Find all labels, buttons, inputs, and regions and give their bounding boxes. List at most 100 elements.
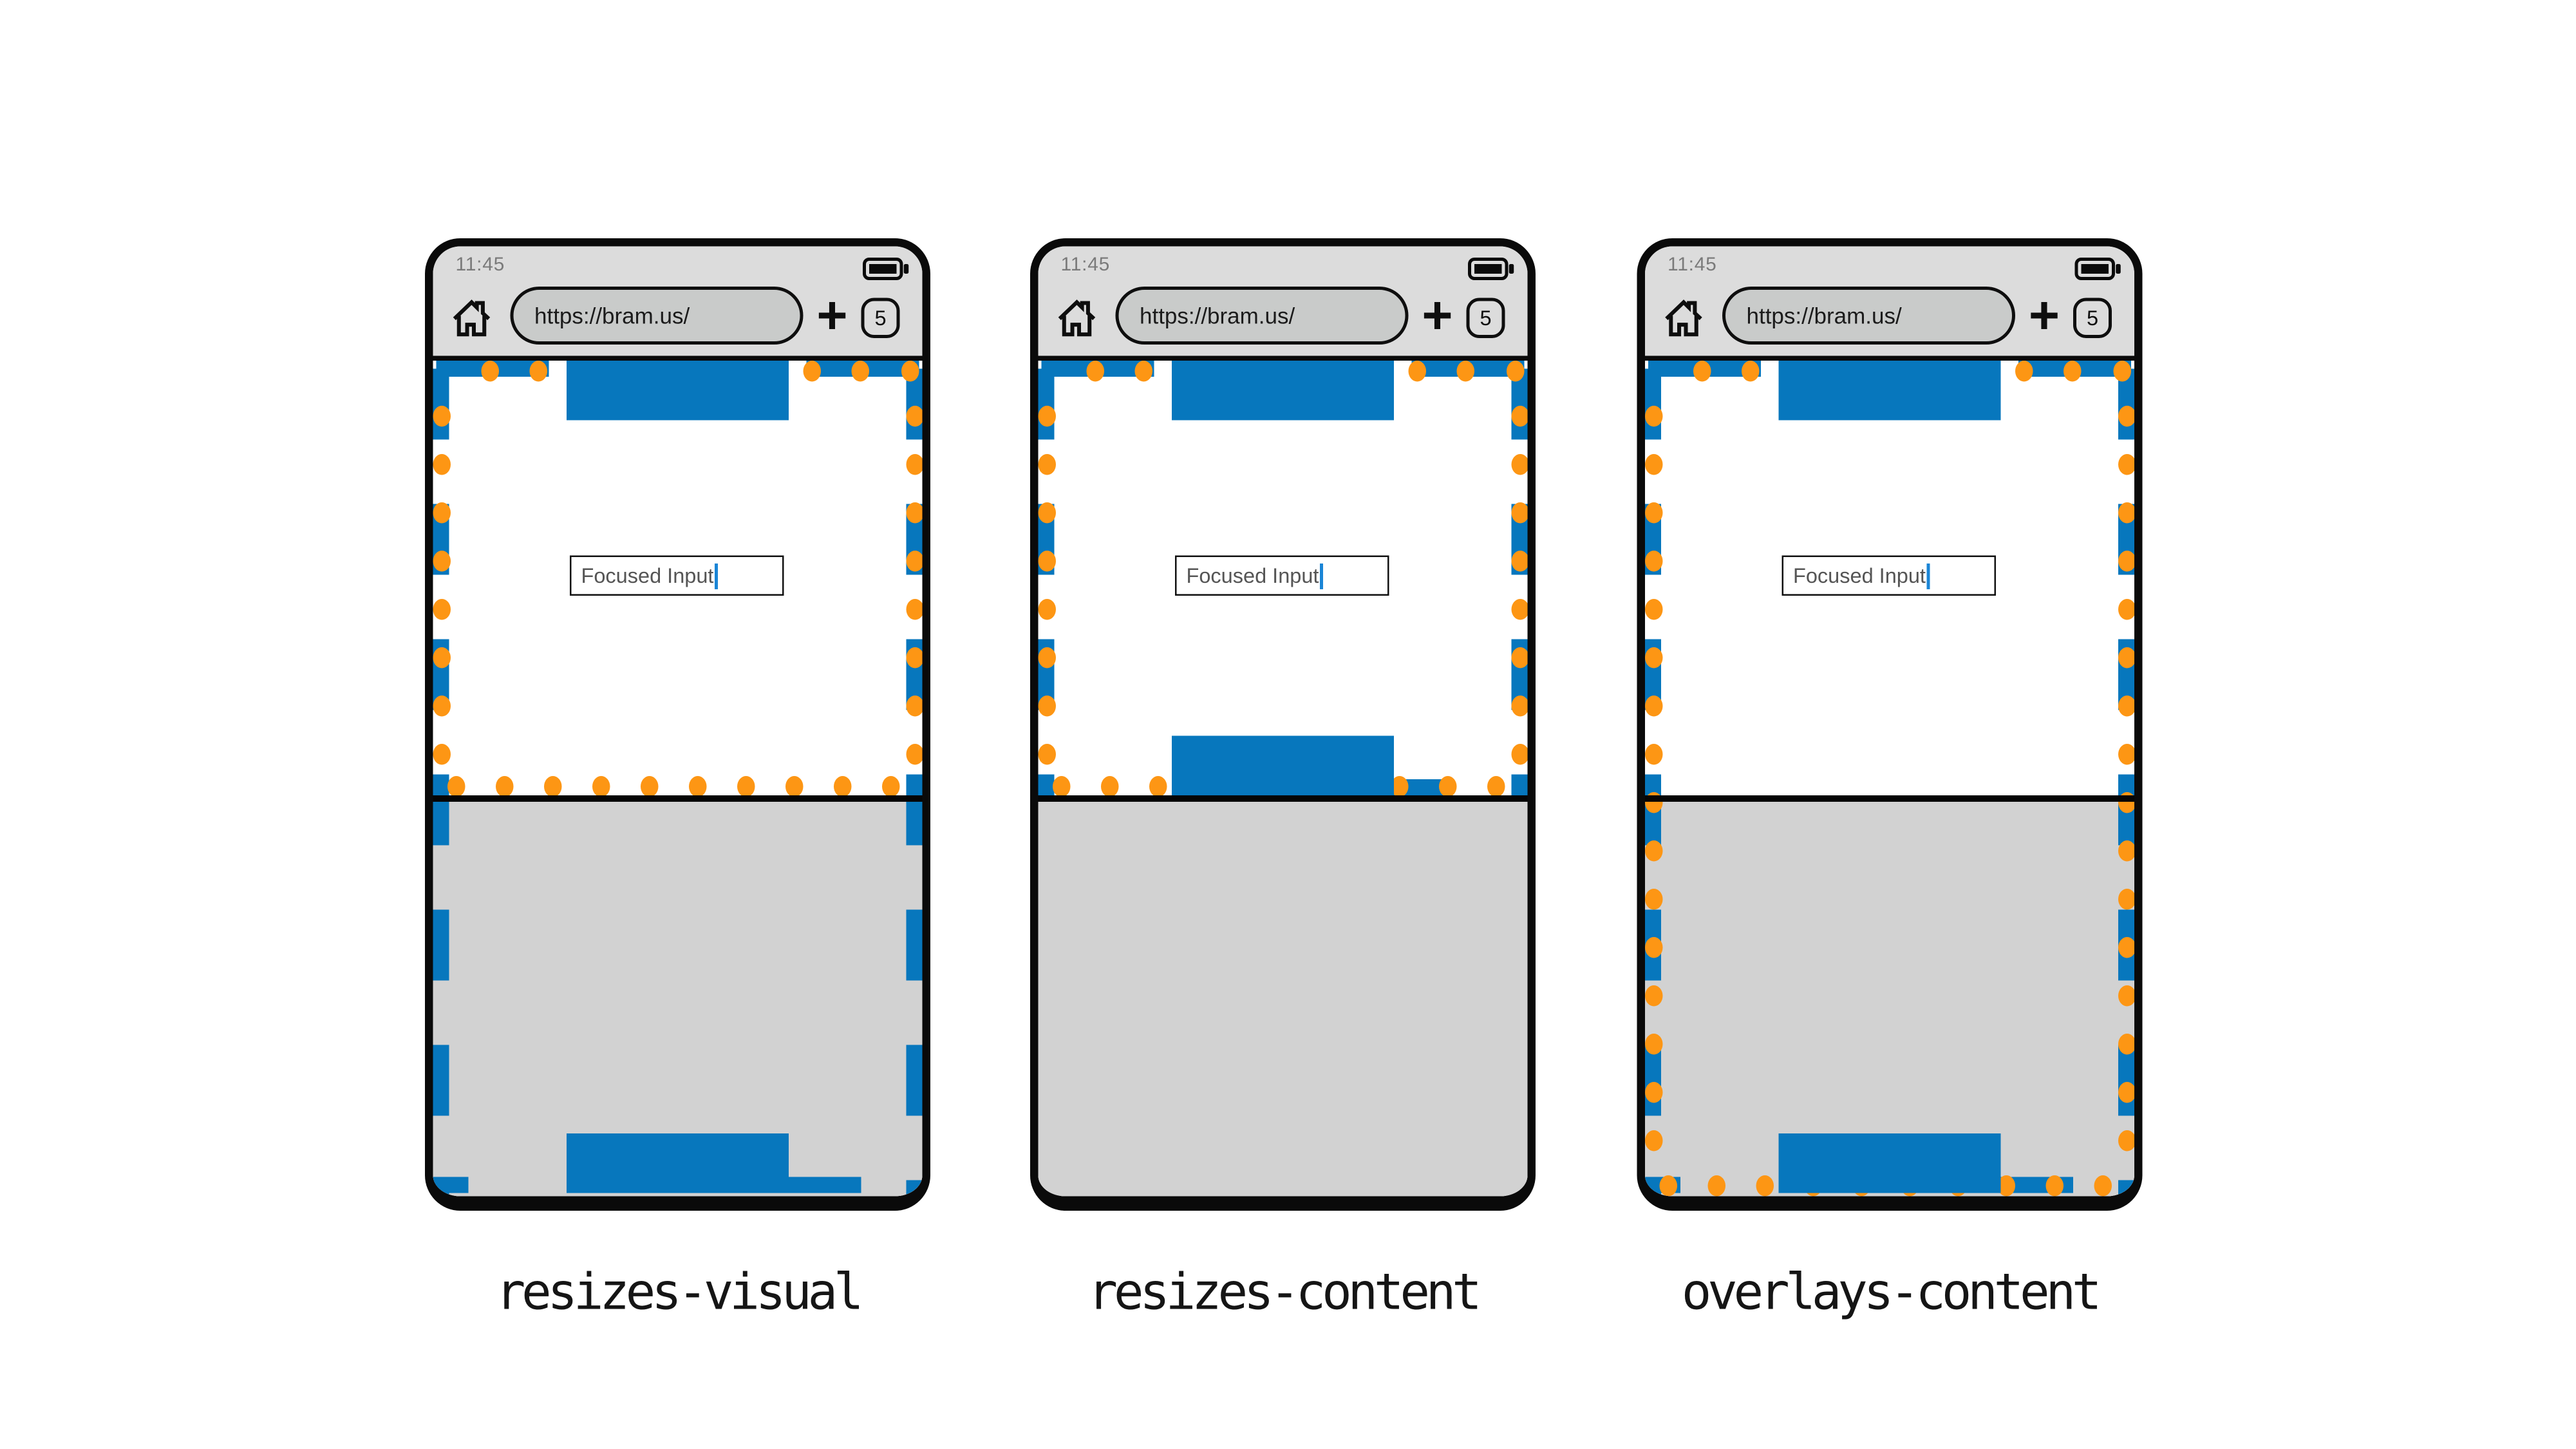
visual-viewport-dot — [905, 404, 923, 426]
visual-viewport-dot — [2117, 936, 2134, 958]
visual-viewport-dot — [2117, 839, 2134, 861]
tab-count: 5 — [2086, 306, 2099, 330]
visual-viewport-dot — [905, 453, 923, 475]
visual-viewport-dot — [905, 694, 923, 716]
visual-viewport-dot — [433, 453, 450, 475]
visual-viewport-dot — [905, 743, 923, 764]
visual-viewport-dot — [1645, 1032, 1662, 1054]
input-text: Focused Input — [1793, 564, 1926, 588]
visual-viewport-dot — [1148, 775, 1167, 797]
visual-viewport-dot — [1407, 361, 1425, 381]
url-text: https://bram.us/ — [1140, 303, 1295, 328]
visual-viewport-dot — [1038, 694, 1055, 716]
visual-viewport-dot — [2117, 453, 2134, 475]
visual-viewport-dot — [1645, 839, 1662, 861]
home-button-icon[interactable] — [1663, 296, 1705, 340]
input-text: Focused Input — [581, 564, 714, 588]
visual-viewport-dot — [2117, 791, 2134, 813]
battery-icon — [863, 258, 909, 280]
visual-viewport-dot — [433, 404, 450, 426]
visual-viewport-dot — [1438, 775, 1456, 797]
visual-viewport-dot — [480, 361, 498, 381]
visual-viewport-dot — [433, 549, 450, 571]
visual-viewport-dot — [639, 775, 658, 797]
phone-mockup-resizes-visual: 11:45 https://bram.us/ + 5 Focused Inp — [425, 238, 930, 1211]
visual-viewport-dot — [1645, 1081, 1662, 1103]
page-header-bar — [1778, 361, 2001, 421]
visual-viewport-dot — [1645, 694, 1662, 716]
left-layout-viewport-dash — [1645, 361, 1661, 1197]
viewport-resizes-content: Focused Input — [1038, 361, 1528, 1197]
visual-viewport-dot — [446, 775, 465, 797]
keyboard-top-edge — [1038, 795, 1528, 802]
visual-viewport-dot — [1134, 361, 1152, 381]
tab-counter-button[interactable]: 5 — [2073, 298, 2112, 338]
visual-viewport-dot — [784, 775, 803, 797]
visual-viewport-dot — [1645, 743, 1662, 764]
visual-viewport-dot — [1645, 549, 1662, 571]
visual-viewport-dot — [1510, 598, 1528, 620]
visual-viewport-dot — [2117, 501, 2134, 523]
virtual-keyboard-area[interactable] — [1038, 802, 1528, 1197]
virtual-keyboard-area[interactable] — [433, 802, 923, 1197]
visual-viewport-dot — [494, 775, 513, 797]
keyboard-top-edge — [1645, 795, 2134, 802]
visual-viewport-dot — [1707, 1174, 1725, 1196]
new-tab-button[interactable]: + — [2028, 285, 2060, 345]
visual-viewport-dot — [905, 501, 923, 523]
visual-viewport-dot — [1645, 453, 1662, 475]
bottom-layout-viewport-dash — [1511, 779, 1528, 795]
status-time: 11:45 — [1668, 252, 1717, 276]
visual-viewport-dot — [1510, 549, 1528, 571]
focused-input-field[interactable]: Focused Input — [1782, 555, 1996, 596]
phone-mockup-resizes-content: 11:45 https://bram.us/ + 5 Focused Inp — [1030, 238, 1536, 1211]
tab-count: 5 — [1480, 306, 1492, 330]
visual-viewport-dot — [1645, 984, 1662, 1006]
viewport-resizes-visual: Focused Input — [433, 361, 923, 1197]
visual-viewport-dot — [1505, 361, 1524, 381]
virtual-keyboard-area[interactable] — [1645, 802, 2134, 1197]
bottom-layout-viewport-dash — [789, 1177, 861, 1193]
visual-viewport-dot — [433, 743, 450, 764]
tab-counter-button[interactable]: 5 — [861, 298, 900, 338]
visual-viewport-dot — [1038, 404, 1055, 426]
visual-viewport-dot — [2117, 1032, 2134, 1054]
visual-viewport-dot — [905, 646, 923, 668]
visual-viewport-dot — [1659, 1174, 1677, 1196]
visual-viewport-dot — [2117, 404, 2134, 426]
visual-viewport-dot — [1510, 404, 1528, 426]
visual-viewport-dot — [2117, 646, 2134, 668]
label-resizes-visual: resizes-visual — [495, 1264, 864, 1322]
url-bar[interactable]: https://bram.us/ — [1115, 287, 1409, 345]
focused-input-field[interactable]: Focused Input — [1175, 555, 1389, 596]
page-footer-bar — [1172, 735, 1394, 795]
url-bar[interactable]: https://bram.us/ — [510, 287, 804, 345]
visual-viewport-dot — [591, 775, 610, 797]
home-button-icon[interactable] — [1056, 296, 1098, 340]
visual-viewport-dot — [2117, 694, 2134, 716]
keyboard-top-edge — [433, 795, 923, 802]
right-layout-viewport-dash — [906, 361, 923, 1197]
label-resizes-content: resizes-content — [1087, 1264, 1481, 1322]
url-bar[interactable]: https://bram.us/ — [1722, 287, 2015, 345]
new-tab-button[interactable]: + — [816, 285, 848, 345]
visual-viewport-dot — [1510, 743, 1528, 764]
focused-input-field[interactable]: Focused Input — [570, 555, 784, 596]
page-header-bar — [1172, 361, 1394, 421]
home-button-icon[interactable] — [451, 296, 493, 340]
tab-counter-button[interactable]: 5 — [1466, 298, 1505, 338]
visual-viewport-dot — [1645, 791, 1662, 813]
battery-icon — [1468, 258, 1514, 280]
visual-viewport-dot — [1645, 936, 1662, 958]
visual-viewport-dot — [1740, 361, 1759, 381]
visual-viewport-dot — [1100, 775, 1118, 797]
phone-mockup-overlays-content: 11:45 https://bram.us/ + 5 Focused Inp — [1637, 238, 2143, 1211]
visual-viewport-dot — [905, 598, 923, 620]
visual-viewport-dot — [529, 361, 547, 381]
browser-chrome: 11:45 https://bram.us/ + 5 — [433, 246, 923, 361]
visual-viewport-dot — [2117, 1129, 2134, 1151]
text-caret — [1927, 562, 1931, 589]
visual-viewport-dot — [1510, 453, 1528, 475]
new-tab-button[interactable]: + — [1422, 285, 1453, 345]
